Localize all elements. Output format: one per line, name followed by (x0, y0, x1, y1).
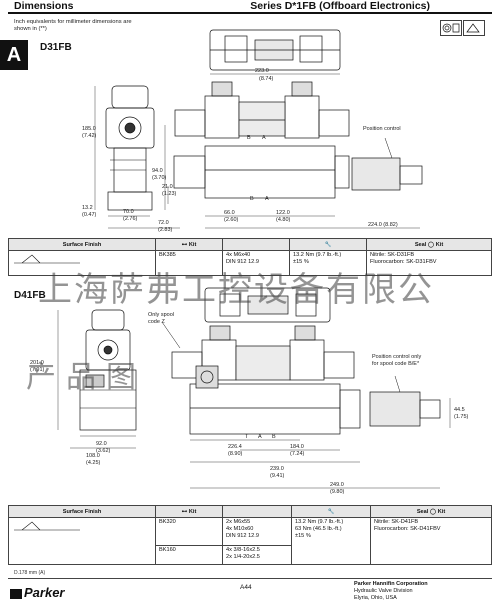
svg-text:(7.91): (7.91) (30, 367, 45, 373)
svg-text:201.0: 201.0 (30, 360, 44, 366)
parker-flag-icon (10, 588, 22, 599)
header-rule (8, 12, 492, 14)
svg-text:184.0: 184.0 (290, 444, 304, 450)
watermark-text: 上海萨弗工控设备有限公 (38, 270, 434, 310)
company-address: Parker Hannifin Corporation Hydraulic Va… (354, 581, 428, 601)
svg-text:(1.75): (1.75) (454, 414, 469, 420)
inch-note: Inch equivalents for millimeter dimensio… (14, 19, 132, 32)
bolt-icon: ⊷ (181, 241, 188, 248)
svg-text:(3.62): (3.62) (96, 448, 111, 454)
certification-icons (440, 20, 485, 36)
svg-text:B: B (272, 434, 276, 440)
svg-text:(2.60): (2.60) (224, 217, 239, 223)
valve-symbol-icon (463, 20, 485, 36)
svg-text:185.0: 185.0 (82, 126, 96, 132)
svg-text:(9.80): (9.80) (330, 489, 345, 495)
svg-text:T: T (245, 434, 249, 440)
svg-text:(9.41): (9.41) (270, 473, 285, 479)
svg-text:70.0: 70.0 (123, 209, 134, 215)
svg-text:Position control only: Position control only (372, 354, 421, 360)
svg-text:(4.80): (4.80) (276, 217, 291, 223)
model-d31fb: D31FB (40, 42, 72, 53)
svg-text:(7.24): (7.24) (290, 451, 305, 457)
footer-rule (8, 578, 492, 579)
svg-text:(3.70): (3.70) (152, 175, 167, 181)
svg-text:94.0: 94.0 (152, 168, 163, 174)
svg-text:(8.74): (8.74) (259, 76, 274, 82)
svg-text:21.0: 21.0 (162, 184, 173, 190)
svg-text:(0.47): (0.47) (82, 212, 97, 218)
svg-text:226.4: 226.4 (228, 444, 242, 450)
page-number: A44 (240, 584, 252, 591)
svg-text:108.0: 108.0 (86, 453, 100, 459)
wrench-icon: 🔧 (324, 241, 332, 248)
section-title: Dimensions (14, 0, 74, 12)
svg-text:B: B (247, 135, 251, 141)
svg-text:(1.23): (1.23) (162, 191, 177, 197)
svg-text:92.0: 92.0 (96, 441, 107, 447)
svg-text:223.0: 223.0 (255, 68, 269, 74)
svg-text:(2.83): (2.83) (158, 227, 173, 233)
svg-text:72.0: 72.0 (158, 220, 169, 226)
svg-text:224.0 (8.82): 224.0 (8.82) (368, 222, 398, 228)
d31fb-mounting-table: Surface Finish ⊷ Kit 🔧 Seal ◯ Kit BK385 … (8, 238, 492, 276)
surface-finish-icon (14, 521, 80, 531)
svg-text:A: A (265, 196, 269, 202)
svg-text:Position control: Position control (363, 126, 401, 132)
svg-text:249.0: 249.0 (330, 482, 344, 488)
wrench-icon: 🔧 (327, 508, 335, 515)
svg-text:239.0: 239.0 (270, 466, 284, 472)
svg-text:Only spool: Only spool (148, 312, 174, 318)
svg-text:122.0: 122.0 (276, 210, 290, 216)
svg-text:(7.42): (7.42) (82, 133, 97, 139)
model-d41fb: D41FB (14, 290, 46, 301)
bolt-icon: ⊷ (181, 508, 188, 515)
parker-logo: Parker (10, 585, 64, 600)
d41fb-mounting-table: Surface Finish ⊷ Kit 🔧 Seal ◯ Kit BK320 … (8, 505, 492, 565)
svg-text:for spool code B/E*: for spool code B/E* (372, 361, 420, 367)
d41fb-drawing: 201.0 (7.91) 92.0 (3.62) 108.0 (4.25) 44… (30, 287, 469, 495)
seal-icon: ◯ (429, 508, 437, 515)
footer-note: D.178 mm (A) (14, 570, 46, 576)
section-tab: A (0, 40, 28, 70)
svg-text:(4.25): (4.25) (86, 460, 101, 466)
series-title: Series D*1FB (Offboard Electronics) (250, 0, 430, 12)
ce-mark-icon (440, 20, 462, 36)
seal-icon: ◯ (427, 241, 435, 248)
d31fb-drawing: 223.0 (8.74) 185.0 (7.42) 94.0 (3.70) 21… (82, 29, 423, 233)
surface-finish-icon (14, 254, 80, 264)
svg-text:(8.90): (8.90) (228, 451, 243, 457)
svg-text:(2.76): (2.76) (123, 216, 138, 222)
svg-text:44.5: 44.5 (454, 407, 465, 413)
watermark-text-2: 产品图 (26, 360, 146, 395)
svg-text:B: B (250, 196, 254, 202)
svg-text:A: A (258, 434, 262, 440)
svg-text:66.0: 66.0 (224, 210, 235, 216)
svg-text:13.2: 13.2 (82, 205, 93, 211)
svg-text:A: A (262, 135, 266, 141)
svg-text:code Z: code Z (148, 319, 165, 325)
